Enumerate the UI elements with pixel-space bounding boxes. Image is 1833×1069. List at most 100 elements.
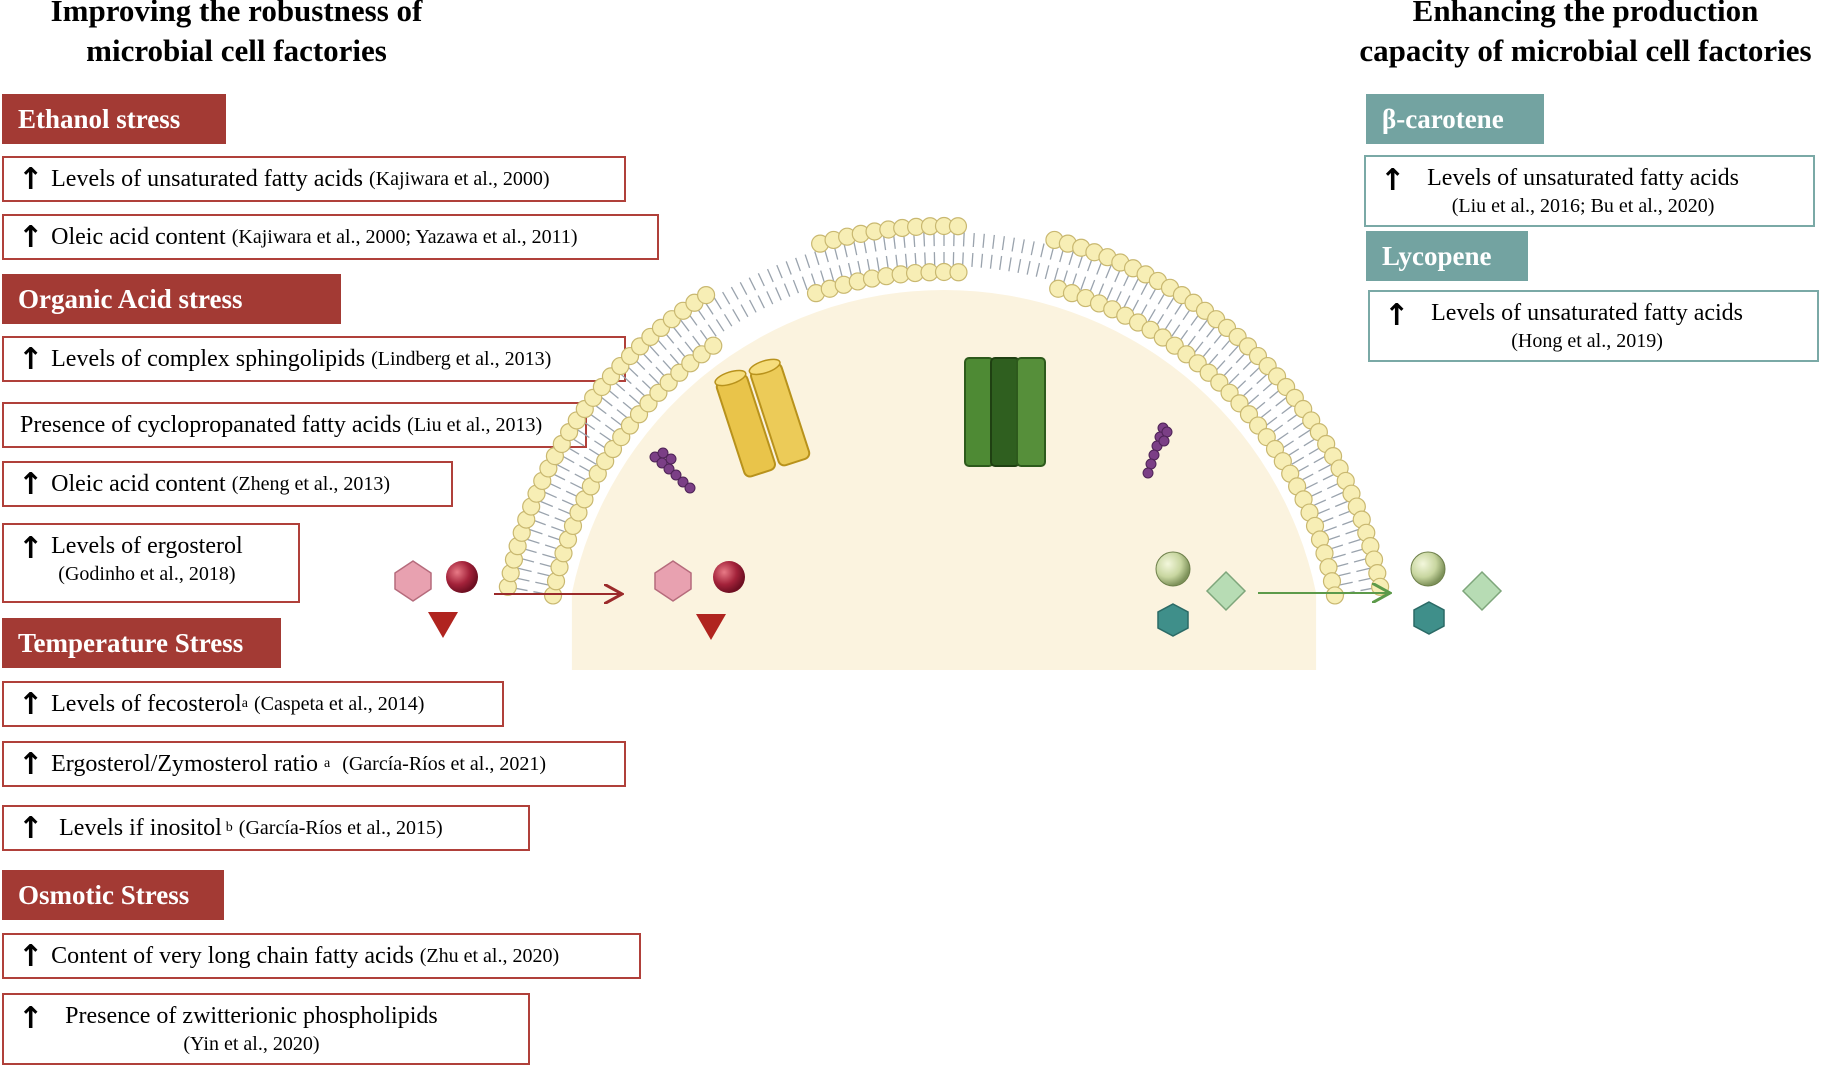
red-triangle-inside-icon (696, 614, 726, 640)
lipid-tail (517, 567, 532, 573)
up-arrow-icon: ↑ (18, 219, 44, 255)
item-citation: (García-Ríos et al., 2021) (342, 752, 547, 775)
lipid-tail (1356, 567, 1371, 573)
lipid-tail (1171, 324, 1181, 337)
lipid-tail (672, 325, 682, 338)
lipid-tail (989, 254, 993, 269)
lipid-tail (748, 277, 757, 291)
lipid-tail (923, 232, 926, 247)
lipid-tail (843, 243, 848, 258)
lipid-head (1325, 586, 1345, 605)
lipid-tail (628, 394, 641, 405)
up-arrow-icon: ↑ (18, 686, 44, 722)
item-text: Oleic acid content (51, 470, 226, 497)
lipid-tail (1044, 265, 1050, 280)
lipid-tail (774, 287, 782, 301)
lipid-tail (1030, 241, 1035, 256)
lipid-tail (1123, 295, 1131, 309)
lipid-tail (704, 302, 714, 315)
up-arrow-icon: ↑ (18, 341, 44, 377)
up-arrow-icon: ↑ (18, 1001, 44, 1036)
lipid-tail (1228, 373, 1240, 385)
lipid-tail (992, 234, 995, 249)
right-heading-line-2: capacity of microbial cell factories (1359, 33, 1812, 68)
ethanol-item-unsaturated: ↑ Levels of unsaturated fatty acids (Kaj… (2, 156, 626, 202)
up-arrow-icon: ↑ (1384, 298, 1410, 333)
lipid-tail (876, 257, 880, 272)
lipid-tail (594, 404, 607, 415)
organic-item-oleic: ↑ Oleic acid content (Zheng et al., 2013… (2, 461, 453, 507)
lipid-tail (829, 267, 835, 282)
lipid-tail (1001, 236, 1005, 251)
lipid-tail (972, 233, 975, 248)
up-arrow-icon: ↑ (18, 746, 44, 782)
lipid-tail (853, 241, 858, 256)
lipid-tail (577, 429, 590, 439)
lipid-tail (1215, 360, 1226, 372)
lipid-tail (556, 464, 570, 472)
purple-bead (1142, 467, 1154, 479)
item-text: Levels of unsaturated fatty acids (51, 165, 364, 192)
lipid-tail (1249, 366, 1261, 378)
lipid-tail (1313, 455, 1327, 464)
lipid-tail (1259, 409, 1272, 419)
up-arrow-icon: ↑ (18, 466, 44, 502)
item-citation: (Yin et al., 2020) (183, 1033, 320, 1055)
lipid-tail (1077, 254, 1084, 269)
lipid-tail (732, 308, 741, 322)
lipid-tail (783, 283, 791, 297)
lipid-tail (515, 577, 530, 582)
lipid-tail (883, 236, 887, 251)
lipid-tail (537, 572, 552, 577)
lipid-tail (1021, 239, 1025, 254)
lipid-tail (757, 295, 765, 309)
lipid-tail (1140, 281, 1149, 295)
lipid-tail (1080, 276, 1087, 291)
lipid-tail (1008, 257, 1012, 272)
lipid-tail (857, 260, 862, 275)
lipid-tail (570, 481, 584, 490)
item-footnote-marker: b (225, 820, 233, 835)
lipid-tail (1040, 243, 1045, 258)
lipid-tail (1265, 416, 1278, 427)
lipid-tail (1304, 481, 1318, 490)
left-purple-lipid-icon (649, 447, 696, 494)
item-text: Levels of ergosterol (51, 533, 243, 559)
lime-sphere-icon (1155, 551, 1191, 587)
right-heading-line-1: Enhancing the production (1412, 0, 1759, 28)
lipid-tail (1303, 437, 1317, 447)
lycopene-header: Lycopene (1366, 231, 1528, 281)
right-purple-lipid-icon (1142, 422, 1173, 479)
lipid-tail (961, 252, 964, 267)
lipid-tail (766, 291, 774, 305)
item-text: Presence of cyclopropanated fatty acids (20, 411, 402, 438)
lipid-tail (543, 491, 557, 499)
organic-item-sphingolipids: ↑ Levels of complex sphingolipids (Lindb… (2, 336, 626, 382)
lipid-tail (1247, 394, 1260, 405)
lipid-tail (1331, 491, 1345, 499)
teal-hexagon-outside-icon (1413, 601, 1445, 635)
lipid-tail (1053, 267, 1059, 282)
lipid-tail (1345, 528, 1360, 535)
green-diamond-icon (1205, 570, 1247, 612)
purple-bead (684, 482, 696, 494)
lipid-tail (980, 253, 984, 268)
purple-bead (670, 469, 682, 481)
left-heading-line-1: Improving the robustness of (50, 0, 423, 28)
lipid-tail (847, 262, 853, 277)
purple-bead (1145, 458, 1157, 470)
lipid-tail (962, 232, 965, 247)
lipid-tail (1068, 251, 1074, 266)
item-text: Ergosterol/Zymosterol ratio (51, 750, 318, 777)
item-citation: (García-Ríos et al., 2015) (238, 816, 443, 839)
osmotic-item-zwitterionic: ↑ Presence of zwitterionic phospholipids… (2, 993, 530, 1065)
item-citation: (Liu et al., 2013) (407, 413, 543, 436)
lipid-tail (804, 254, 811, 269)
lipid-tail (739, 281, 748, 295)
lipid-tail (662, 360, 673, 372)
item-footnote-marker: a (241, 696, 248, 711)
item-citation: (Caspeta et al., 2014) (253, 692, 425, 715)
lipid-tail (999, 255, 1003, 270)
lipid-tail (1105, 264, 1112, 279)
lipid-tail (669, 353, 680, 366)
